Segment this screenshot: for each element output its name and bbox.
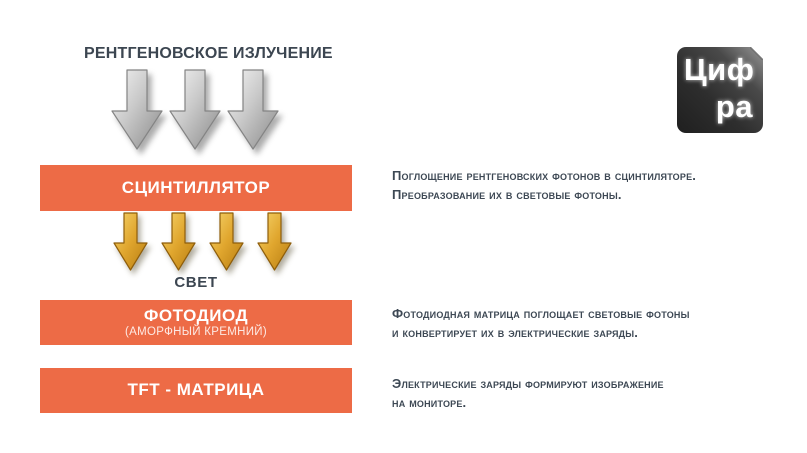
light-down-arrow-icon	[161, 212, 196, 271]
xray-arrows-group	[110, 69, 280, 151]
description-line: Преобразование их в световые фотоны.	[392, 187, 622, 202]
layer-label: ФОТОДИОД	[143, 305, 249, 325]
description-line: Поглощение рентгеновских фотонов в сцинт…	[392, 168, 697, 183]
description-photodiode: Фотодиодная матрица поглощает световые ф…	[392, 304, 797, 342]
tsifra-logo: Циф ра	[677, 47, 763, 133]
layer-label: TFT - МАТРИЦА	[127, 380, 265, 400]
description-line: Фотодиодная матрица поглощает световые ф…	[392, 306, 690, 321]
xray-down-arrow-icon	[227, 69, 279, 150]
layer-photodiode: ФОТОДИОД (АМОРФНЫЙ КРЕМНИЙ)	[40, 300, 352, 345]
light-down-arrow-icon	[113, 212, 148, 271]
layer-label: СЦИНТИЛЛЯТОР	[121, 177, 271, 197]
light-arrows-group	[112, 212, 293, 272]
description-line: на мониторе.	[392, 395, 467, 410]
page-title: РЕНТГЕНОВСКОЕ ИЗЛУЧЕНИЕ	[84, 45, 333, 62]
light-down-arrow-icon	[257, 212, 292, 271]
xray-down-arrow-icon	[111, 69, 163, 150]
layer-scintillator: СЦИНТИЛЛЯТОР	[40, 165, 352, 211]
description-scintillator: Поглощение рентгеновских фотонов в сцинт…	[392, 166, 797, 204]
logo-text: ра	[715, 89, 753, 124]
logo-text: Циф	[684, 52, 755, 87]
layer-tft-matrix: TFT - МАТРИЦА	[40, 368, 352, 413]
light-label: СВЕТ	[174, 274, 218, 291]
description-line: Электрические заряды формируют изображен…	[392, 376, 664, 391]
description-line: и конвертирует их в электрические заряды…	[392, 325, 639, 340]
description-tft: Электрические заряды формируют изображен…	[392, 374, 797, 412]
xray-down-arrow-icon	[169, 69, 221, 150]
light-down-arrow-icon	[209, 212, 244, 271]
layer-sublabel: (АМОРФНЫЙ КРЕМНИЙ)	[125, 326, 267, 339]
